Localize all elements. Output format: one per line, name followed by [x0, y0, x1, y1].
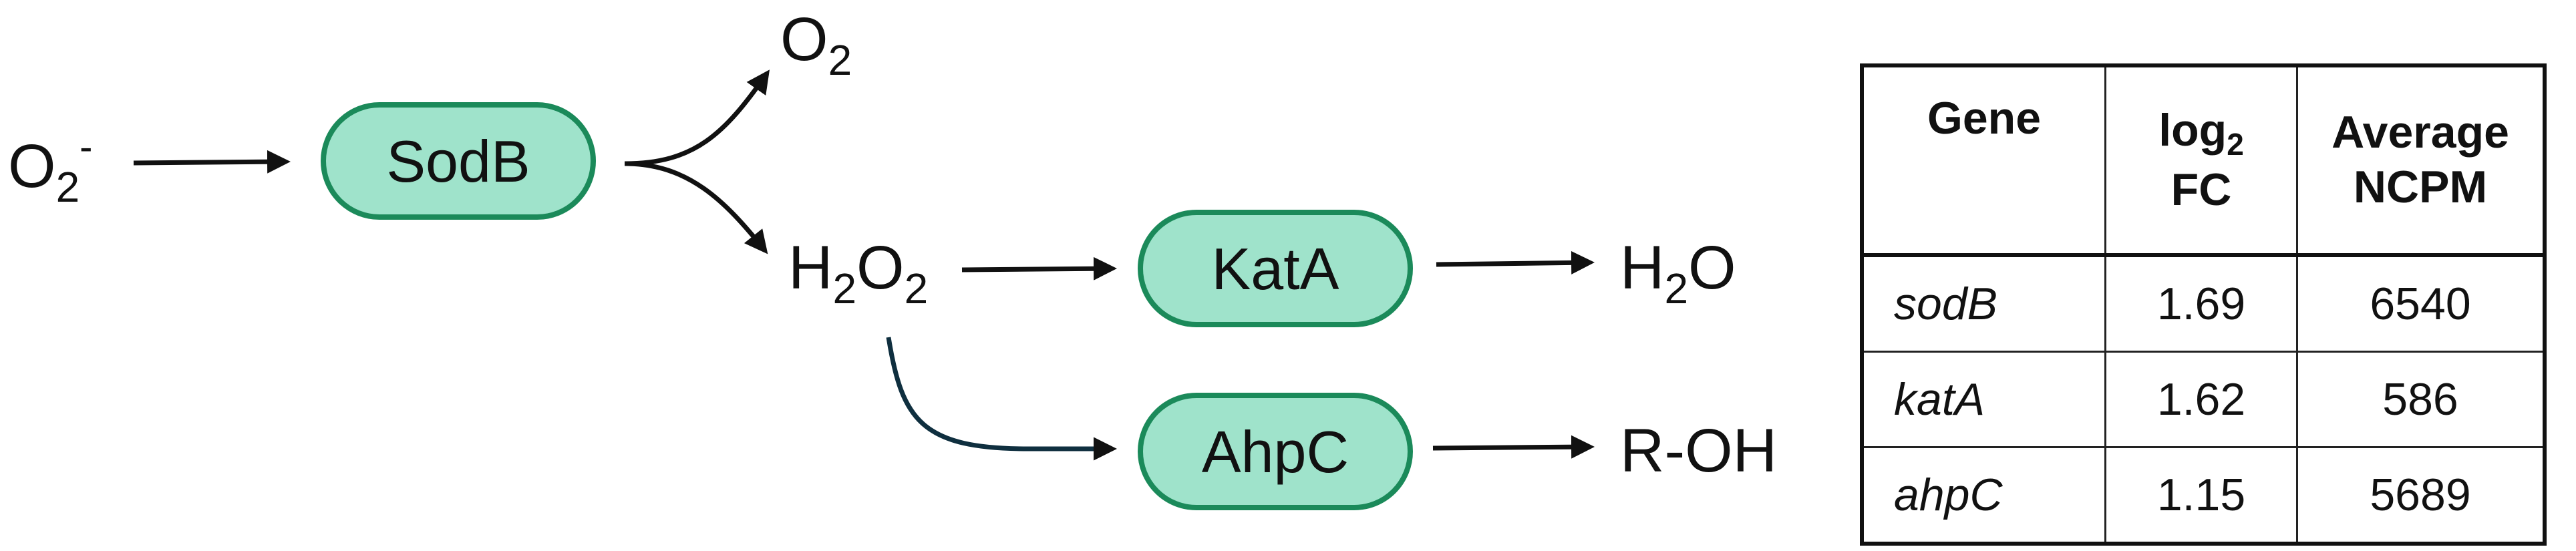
superoxide-label: O2- [8, 126, 92, 211]
log2fc-cell: 1.15 [2104, 446, 2298, 545]
alcohol-label: R-OH [1620, 417, 1777, 485]
table-row: katA 1.62 586 [1861, 351, 2546, 448]
header-log2fc: log2 FC [2104, 64, 2298, 257]
header-log-text: log [2158, 104, 2227, 156]
kata-enzyme: KatA [1138, 210, 1413, 327]
sodb-enzyme: SodB [321, 102, 596, 220]
header-average-text: Average [2331, 107, 2509, 158]
sodb-enzyme-label: SodB [386, 128, 530, 194]
arrow-peroxide-to-kata [961, 256, 1117, 281]
ncpm-cell: 5689 [2296, 446, 2546, 545]
header-average-ncpm: Average NCPM [2296, 64, 2546, 257]
table-row: ahpC 1.15 5689 [1861, 446, 2546, 545]
ahpc-enzyme: AhpC [1138, 393, 1413, 510]
ahpc-enzyme-label: AhpC [1202, 419, 1349, 485]
log2fc-cell: 1.69 [2104, 254, 2298, 353]
kata-enzyme-box [1138, 210, 1413, 327]
kata-enzyme-label: KatA [1212, 236, 1339, 302]
arrow-ahpc-to-alcohol [1432, 435, 1595, 459]
arrow-peroxide-to-ahpc [886, 337, 1117, 461]
arrow-sodb-to-oxygen [624, 69, 770, 166]
table-row: sodB 1.69 6540 [1861, 254, 2546, 353]
gene-cell: katA [1861, 351, 2106, 448]
water-label: H2O [1620, 234, 1736, 313]
ncpm-cell: 6540 [2296, 254, 2546, 353]
header-ncpm-text: NCPM [2353, 162, 2488, 212]
log2fc-cell: 1.62 [2104, 351, 2298, 448]
table-header-row: Gene log2 FC Average NCPM [1861, 64, 2546, 257]
header-log2-line: log2 [2106, 104, 2296, 163]
header-gene: Gene [1861, 64, 2106, 257]
ahpc-enzyme-box [1138, 393, 1413, 510]
sodb-enzyme-box [321, 102, 596, 220]
arrow-superoxide-to-sodb [133, 150, 291, 174]
gene-cell: ahpC [1861, 446, 2106, 545]
arrow-kata-to-water [1436, 250, 1595, 274]
header-log-sub: 2 [2227, 126, 2244, 162]
header-fc-text: FC [2170, 164, 2232, 215]
ncpm-cell: 586 [2296, 351, 2546, 448]
ros-detox-pathway-diagram: O2- SodB O2 H2O2 KatA H2O AhpC R-OH [8, 5, 1777, 510]
hydrogen-peroxide-label: H2O2 [788, 234, 928, 313]
gene-expression-table: Gene log2 FC Average NCPM sodB 1.69 6540… [1860, 63, 2547, 546]
oxygen-label: O2 [780, 5, 852, 84]
arrow-sodb-to-peroxide [624, 161, 768, 254]
gene-cell: sodB [1861, 254, 2106, 353]
